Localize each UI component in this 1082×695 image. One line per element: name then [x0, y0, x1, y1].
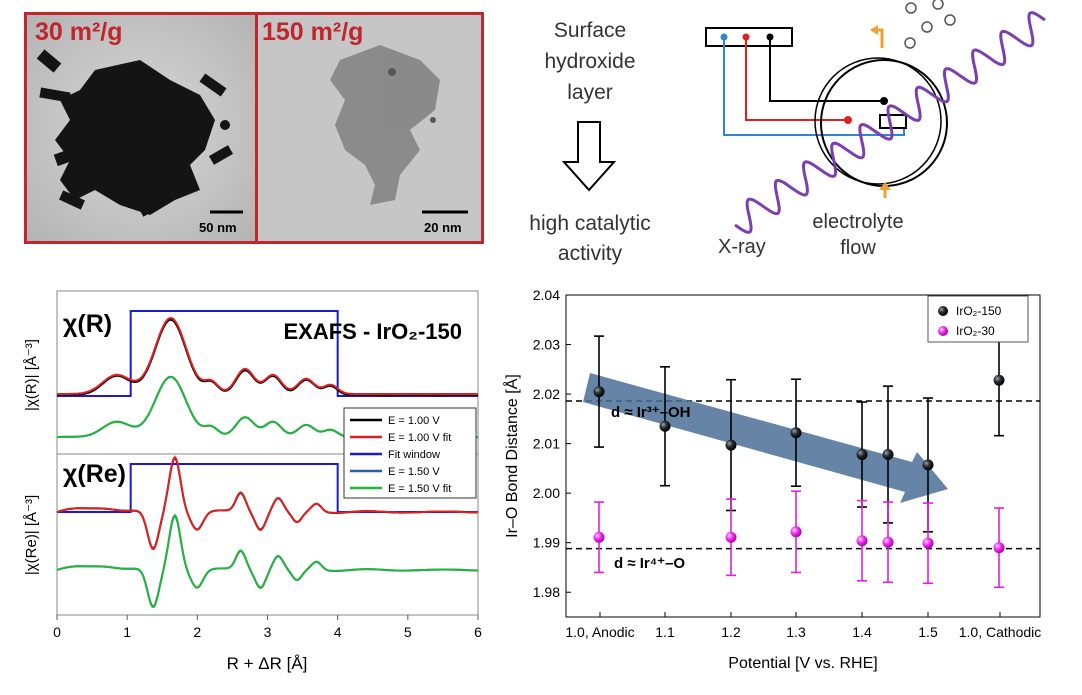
bond-legend-label: IrO₂-30 [956, 324, 995, 338]
xray-label: X-ray [718, 236, 766, 258]
flow-label-1: electrolyte [812, 211, 903, 233]
bond-legend-marker [938, 306, 948, 316]
bond-legend-marker [938, 326, 948, 336]
bond-ytick-label: 1.99 [533, 535, 560, 551]
exafs-title: EXAFS - IrO₂-150 [284, 319, 463, 344]
tem-particles-30 [36, 49, 234, 217]
bond-xtick-label: 1.5 [918, 624, 938, 640]
irO2-150-point [993, 374, 1005, 386]
chi-r-1v-fit [57, 316, 478, 395]
bond-xlabel: Potential [V vs. RHE] [728, 655, 877, 672]
exafs-xtick-label: 1 [123, 624, 131, 640]
irO2-150-point [593, 386, 605, 398]
irO2-30-point [725, 531, 737, 543]
bond-ytick-label: 2.04 [533, 287, 560, 303]
tem-label-30: 30 m²/g [35, 18, 123, 46]
annotation-ir3-oh: d ≈ Ir³⁺–OH [611, 404, 691, 421]
exafs-xtick-label: 3 [264, 624, 272, 640]
irO2-30-point [922, 537, 934, 549]
exafs-xtick-label: 2 [193, 624, 201, 640]
panel-label-chi-re: χ(Re) [63, 460, 126, 488]
irO2-150-point [725, 439, 737, 451]
wire-black [769, 37, 884, 102]
working-electrode [879, 114, 907, 129]
bond-distance-chart: 1.98 1.99 2.00 2.01 2.02 2.03 2.04 1.0, Anodic… [502, 287, 1041, 672]
bond-ytick-label: 1.98 [533, 584, 560, 600]
bond-ytick-label: 2.01 [533, 436, 560, 452]
wire-red [745, 37, 848, 121]
irO2-30-point [856, 535, 868, 547]
exafs-xtick-label: 0 [53, 624, 61, 640]
exafs-legend-label: E = 1.00 V [388, 415, 440, 427]
bond-ytick-label: 2.03 [533, 337, 560, 353]
irO2-30-point [593, 531, 605, 543]
irO2-30-point [882, 536, 894, 548]
exafs-legend-label: E = 1.50 V fit [388, 483, 451, 495]
exafs-chart: 0 1 2 3 4 5 6 χ(R) χ(Re) EXAFS - IrO₂-150 R + … [23, 290, 482, 673]
down-arrow-icon [561, 121, 617, 192]
bond-plot-area [565, 294, 1041, 618]
annotation-ir4-o: d ≈ Ir⁴⁺–O [614, 555, 685, 572]
tem-panel: 30 m²/g 150 m²/g 50 nm 20 nm [24, 12, 484, 244]
bond-xtick-label: 1.0, Cathodic [959, 624, 1042, 640]
tem-particles-150 [330, 45, 440, 205]
irO2-30-point [993, 542, 1005, 554]
scale-label-30: 50 nm [199, 220, 237, 235]
chi-re-1v-fit [56, 455, 479, 550]
exafs-legend-label: E = 1.00 V fit [388, 432, 451, 444]
bond-xtick-label: 1.2 [721, 624, 741, 640]
irO2-30-point [790, 526, 802, 538]
bond-xtick-label: 1.0, Anodic [565, 624, 634, 640]
bubbles [904, 0, 956, 49]
chi-re-1p5v-data [56, 514, 478, 608]
bond-ytick-label: 2.02 [533, 386, 560, 402]
schematic-text-surface: Surface [554, 19, 626, 42]
bond-xtick-label: 1.1 [655, 624, 675, 640]
exafs-ylabel-top: |χ(R)| [Å⁻³] [23, 339, 40, 411]
flow-label-2: flow [840, 237, 876, 259]
xray-beam [734, 11, 1046, 234]
bond-ytick-label: 2.00 [533, 485, 560, 501]
schematic: Surface hydroxide layer high catalytic a… [529, 0, 1046, 265]
bond-ylabel: Ir–O Bond Distance [Å] [502, 374, 521, 538]
trend-arrow [583, 373, 948, 503]
bond-legend-label: IrO₂-150 [956, 304, 1002, 318]
exafs-xtick-label: 6 [474, 624, 482, 640]
irO2-150-point [659, 420, 671, 432]
chi-re-1p5v-fit [56, 513, 479, 608]
irO2-150-point [790, 427, 802, 439]
exafs-xlabel: R + ΔR [Å] [227, 654, 308, 673]
irO2-150-point [922, 459, 934, 471]
schematic-text-high-catalytic: high catalytic [529, 212, 650, 235]
scale-label-150: 20 nm [424, 220, 462, 235]
panel-label-chi-r: χ(R) [63, 310, 112, 338]
fit-window-top [57, 310, 478, 397]
exafs-ylabel-bottom: |χ(Re)| [Å⁻³] [23, 495, 40, 575]
irO2-150-point [882, 449, 894, 461]
schematic-text-layer: layer [567, 81, 613, 104]
exafs-xtick-label: 4 [334, 624, 342, 640]
tem-label-150: 150 m²/g [262, 18, 363, 46]
irO2-150-point [856, 449, 868, 461]
schematic-text-hydroxide: hydroxide [544, 50, 635, 73]
exafs-legend-label: E = 1.50 V [388, 466, 440, 478]
bond-xtick-label: 1.4 [852, 624, 872, 640]
bond-xtick-label: 1.3 [786, 624, 806, 640]
exafs-xtick-label: 5 [404, 624, 412, 640]
schematic-text-activity: activity [558, 242, 623, 265]
exafs-legend-label: Fit window [388, 449, 440, 461]
